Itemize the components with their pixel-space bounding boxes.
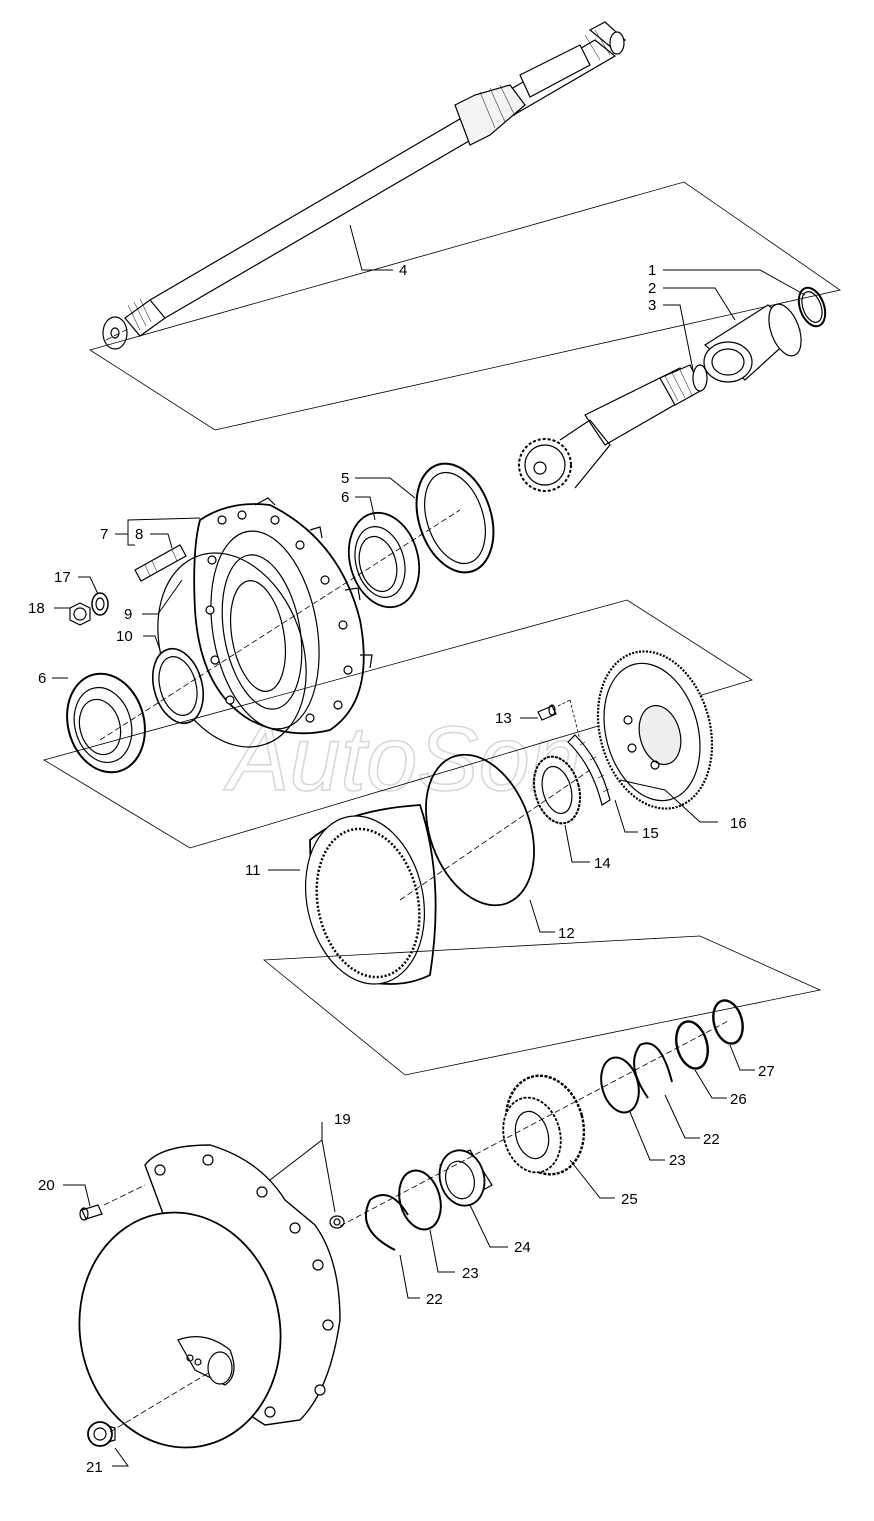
shim-27[interactable]: [709, 997, 747, 1047]
callout-22-lower: 22: [426, 1291, 443, 1308]
wheel-hub-7[interactable]: [193, 497, 373, 738]
bushing-2[interactable]: [703, 300, 807, 383]
callout-11: 11: [245, 862, 261, 879]
circlip-1[interactable]: [794, 284, 830, 330]
callout-10: 10: [116, 628, 133, 645]
callout-26: 26: [730, 1091, 747, 1108]
callout-12: 12: [558, 925, 575, 942]
callout-22-upper: 22: [703, 1131, 720, 1148]
callout-13: 13: [495, 710, 512, 727]
cover-group-frame: [340, 990, 820, 1226]
callout-23-lower: 23: [462, 1265, 479, 1282]
callout-24: 24: [514, 1239, 531, 1256]
bolt-13[interactable]: [537, 704, 557, 721]
ring-gear-frame: [262, 935, 822, 1076]
callout-8: 8: [135, 526, 143, 543]
planetary-cover-19[interactable]: [61, 1144, 341, 1464]
callout-6-lower: 6: [38, 670, 46, 687]
plug-small-19[interactable]: [329, 1215, 345, 1229]
sleeve-10[interactable]: [145, 643, 211, 729]
callout-6-upper: 6: [341, 489, 349, 506]
callout-25: 25: [621, 1191, 638, 1208]
callout-27: 27: [758, 1063, 775, 1080]
circlip-22-lower[interactable]: [365, 1194, 409, 1251]
wheel-nut-18[interactable]: [69, 602, 91, 626]
shaft-group-frame: [89, 181, 841, 431]
washer-23-upper[interactable]: [595, 1053, 644, 1116]
leader-lines: [52, 224, 806, 1467]
callout-15: 15: [642, 825, 659, 842]
callout-19: 19: [334, 1111, 351, 1128]
callout-2: 2: [648, 280, 656, 297]
callout-7: 7: [100, 526, 108, 543]
callout-16: 16: [730, 815, 747, 832]
lock-nut-14[interactable]: [527, 751, 587, 828]
callout-17: 17: [54, 569, 71, 586]
ring-gear-11[interactable]: [291, 804, 440, 995]
pinion-shaft-3[interactable]: [518, 364, 708, 492]
callout-3: 3: [648, 297, 656, 314]
callout-5: 5: [341, 470, 349, 487]
shim-26[interactable]: [671, 1018, 712, 1072]
screw-20[interactable]: [79, 1204, 103, 1221]
lock-washer-17[interactable]: [91, 592, 109, 616]
callout-21: 21: [86, 1459, 103, 1476]
callout-14: 14: [594, 855, 611, 872]
callout-9: 9: [124, 606, 132, 623]
retaining-plate-15[interactable]: [567, 734, 611, 806]
callout-1: 1: [648, 262, 656, 279]
callout-20: 20: [38, 1177, 55, 1194]
seal-6-upper[interactable]: [339, 505, 430, 615]
callout-4: 4: [399, 262, 407, 279]
callout-23-upper: 23: [669, 1152, 686, 1169]
callout-18: 18: [28, 600, 45, 617]
planet-carrier-16[interactable]: [581, 638, 729, 821]
bearing-24[interactable]: [434, 1145, 493, 1210]
axle-shaft[interactable]: [102, 21, 626, 350]
drain-plug-21[interactable]: [87, 1421, 116, 1447]
gear-25[interactable]: [495, 1067, 595, 1183]
thrust-ring-5[interactable]: [403, 454, 506, 583]
seal-6-lower[interactable]: [56, 665, 155, 781]
wheel-stud-8[interactable]: [134, 544, 187, 582]
hub-group-frame: [42, 599, 753, 849]
